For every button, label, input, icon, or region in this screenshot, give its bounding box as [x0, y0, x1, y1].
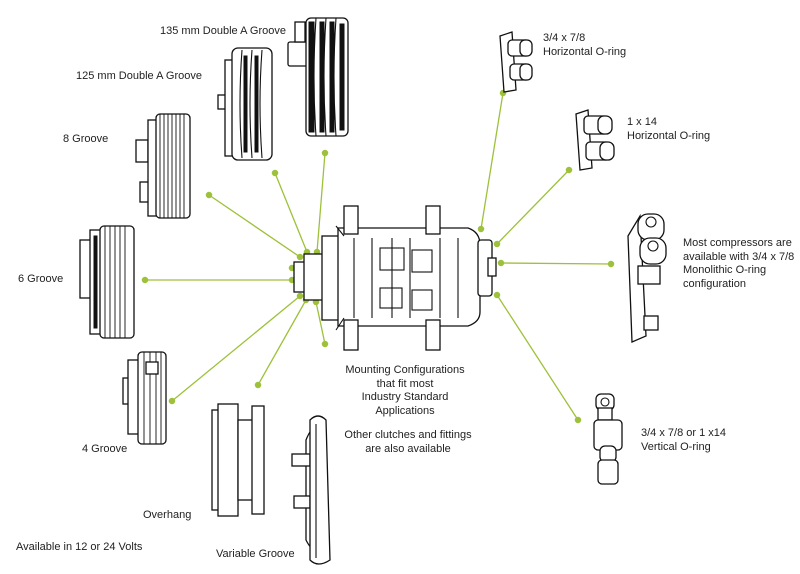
- label-horizontal-34-line1: 3/4 x 7/8: [543, 32, 586, 44]
- label-horizontal-34-line2: Horizontal O-ring: [543, 45, 627, 58]
- label-horizontal-1x14: 1 x 14 Horizontal O-ring: [627, 116, 710, 143]
- label-vertical: 3/4 x 7/8 or 1 x14 Vertical O-ring: [641, 427, 726, 454]
- label-mounting-line1: Mounting Configurations: [345, 364, 465, 376]
- label-monolithic-line3: Monolithic O-ring: [683, 264, 767, 276]
- pulley-4-groove: [122, 351, 167, 445]
- connector-4-groove: [168, 292, 304, 405]
- label-overhang: Overhang: [143, 509, 192, 521]
- connector-135mm: [313, 149, 329, 256]
- fitting-horizontal-34: [499, 31, 533, 93]
- label-horizontal-1x14-line1: 1 x 14: [627, 116, 657, 128]
- label-monolithic: Most compressors are available with 3/4 …: [683, 237, 794, 291]
- label-mounting-line3: Industry Standard: [361, 391, 449, 403]
- label-vertical-line2: Vertical O-ring: [641, 440, 711, 453]
- connector-6-groove: [141, 264, 296, 284]
- pulley-125mm-double-a: [217, 47, 273, 161]
- connector-vertical: [493, 291, 582, 424]
- label-mounting-line4: Applications: [375, 404, 435, 417]
- connector-horiz-34: [477, 89, 507, 233]
- label-monolithic-line4: configuration: [683, 277, 746, 290]
- pulley-6-groove: [79, 225, 135, 339]
- label-125mm-double-a: 125 mm Double A Groove: [76, 70, 202, 82]
- label-4-groove: 4 Groove: [82, 443, 128, 455]
- label-monolithic-line1: Most compressors are: [683, 237, 792, 249]
- label-horizontal-1x14-line2: Horizontal O-ring: [627, 129, 711, 142]
- connector-variable: [312, 298, 329, 348]
- connector-8-groove: [205, 191, 304, 261]
- label-mounting-line2: that fit most: [376, 377, 434, 390]
- label-voltage: Available in 12 or 24 Volts: [16, 541, 143, 553]
- pulley-135mm-double-a: [287, 17, 349, 137]
- fitting-vertical: [593, 393, 623, 485]
- label-variable-groove: Variable Groove: [216, 548, 295, 560]
- connector-lines: [141, 89, 615, 424]
- label-other-line2: are also available: [365, 442, 451, 455]
- label-other: Other clutches and fittings are also ava…: [333, 429, 483, 456]
- pulley-variable-groove: [291, 415, 331, 565]
- label-6-groove: 6 Groove: [18, 273, 64, 285]
- label-135mm-double-a: 135 mm Double A Groove: [160, 25, 286, 37]
- label-8-groove: 8 Groove: [63, 133, 109, 145]
- connector-monolithic: [497, 259, 615, 268]
- fitting-horizontal-1x14: [575, 109, 615, 171]
- label-vertical-line1: 3/4 x 7/8 or 1 x14: [641, 427, 726, 439]
- pulley-8-groove: [135, 113, 191, 219]
- compressor-body: [293, 205, 497, 351]
- label-mounting: Mounting Configurations that fit most In…: [340, 364, 470, 418]
- label-horizontal-34: 3/4 x 7/8 Horizontal O-ring: [543, 32, 626, 59]
- label-monolithic-line2: available with 3/4 x 7/8: [683, 250, 795, 263]
- pulley-overhang: [211, 403, 265, 517]
- fitting-monolithic: [627, 213, 667, 343]
- connector-horiz-1x14: [493, 166, 573, 248]
- label-other-line1: Other clutches and fittings: [344, 429, 472, 441]
